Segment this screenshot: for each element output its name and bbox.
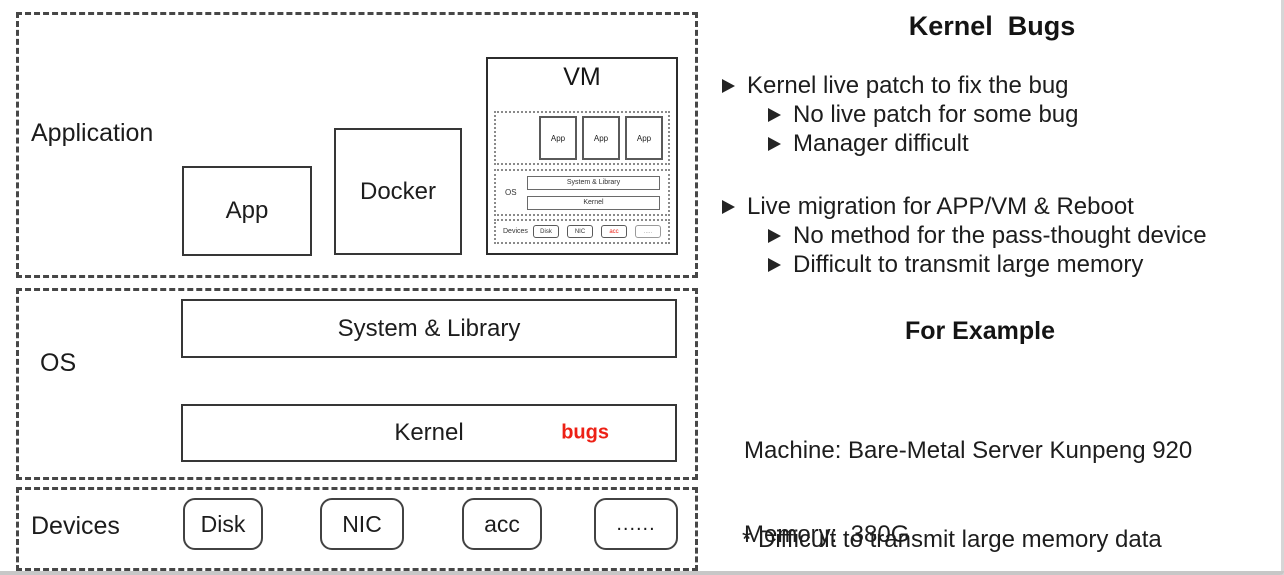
bugs-label: bugs — [561, 421, 609, 444]
vm-box: VM App App App OS System & Library Kerne… — [486, 57, 678, 255]
bullet-item: No method for the pass-thought device — [768, 221, 1282, 250]
bullet-text: Manager difficult — [793, 130, 969, 157]
vm-os-label: OS — [505, 188, 517, 197]
example-line-machine: Machine: Bare-Metal Server Kunpeng 920 — [744, 437, 1193, 464]
vm-os-bars: System & Library Kernel — [527, 175, 660, 210]
arrow-bullet-icon — [722, 200, 735, 214]
bullet-item: Difficult to transmit large memory — [768, 250, 1282, 279]
app-box-label: App — [225, 197, 269, 224]
bullet-item: Kernel live patch to fix the bug — [722, 71, 1282, 100]
vm-device-chip-nic: NIC — [567, 225, 593, 238]
vm-apps-row: App App App — [494, 111, 670, 165]
vm-device-chips: Disk NIC acc ..... — [533, 225, 661, 238]
example-lines: Machine: Bare-Metal Server Kunpeng 920 M… — [744, 381, 1192, 575]
bullet-item: Live migration for APP/VM & Reboot — [722, 192, 1282, 221]
device-chip-ellipsis: ...... — [594, 498, 678, 550]
app-box: App — [182, 166, 312, 256]
vm-system-library-bar: System & Library — [527, 175, 660, 190]
arrow-bullet-icon — [768, 137, 781, 151]
vm-app-box: App — [539, 116, 577, 160]
vm-app-label: App — [593, 133, 609, 143]
vm-os-row: OS System & Library Kernel — [494, 169, 670, 216]
window-edge-right — [1281, 0, 1284, 575]
bullet-item: No live patch for some bug — [768, 100, 1282, 129]
system-library-box: System & Library — [181, 299, 677, 358]
bullet-group-kernel-patch: Kernel live patch to fix the bug No live… — [722, 71, 1282, 158]
bullet-text: No method for the pass-thought device — [793, 222, 1207, 249]
devices-layer-label: Devices — [31, 512, 120, 540]
application-layer-label: Application — [31, 119, 154, 147]
device-chip-acc: acc — [462, 498, 542, 550]
bullet-item: Manager difficult — [768, 129, 1282, 158]
bullet-text: Live migration for APP/VM & Reboot — [747, 193, 1134, 220]
footnote: * Difficult to transmit large memory dat… — [742, 526, 1162, 553]
devices-layer-box: Devices Disk NIC acc ...... — [16, 487, 698, 571]
kernel-box: Kernel bugs — [181, 404, 677, 462]
vm-title: VM — [563, 63, 601, 91]
application-layer-box: Application App Docker VM App App App O — [16, 12, 698, 278]
docker-box: Docker — [334, 128, 462, 255]
kernel-label: Kernel — [394, 419, 464, 446]
bullet-text: Kernel live patch to fix the bug — [747, 72, 1069, 99]
arrow-bullet-icon — [768, 229, 781, 243]
bullet-text: No live patch for some bug — [793, 101, 1079, 128]
device-chip-disk: Disk — [183, 498, 263, 550]
bullet-group-live-migration: Live migration for APP/VM & Reboot No me… — [722, 192, 1282, 279]
vm-app-box: App — [582, 116, 620, 160]
bullet-text: Difficult to transmit large memory — [793, 251, 1144, 278]
notes-title: Kernel Bugs — [908, 11, 1076, 41]
vm-app-box: App — [625, 116, 663, 160]
vm-device-chip-ellipsis: ..... — [635, 225, 661, 238]
arrow-bullet-icon — [768, 258, 781, 272]
device-chip-nic: NIC — [320, 498, 404, 550]
os-layer-label: OS — [40, 349, 77, 377]
os-layer-box: OS System & Library Kernel bugs — [16, 288, 698, 480]
example-title: For Example — [904, 317, 1056, 345]
window-edge-bottom — [0, 571, 1284, 575]
vm-devices-row: Devices Disk NIC acc ..... — [494, 219, 670, 244]
vm-device-chip-acc: acc — [601, 225, 627, 238]
arrow-bullet-icon — [768, 108, 781, 122]
vm-app-label: App — [636, 133, 652, 143]
docker-box-label: Docker — [359, 177, 437, 205]
example-line-memory: Memory: 380G — [744, 521, 910, 548]
vm-kernel-bar: Kernel — [527, 195, 660, 210]
arrow-bullet-icon — [722, 79, 735, 93]
vm-device-chip-disk: Disk — [533, 225, 559, 238]
vm-devices-label: Devices — [503, 228, 528, 235]
vm-app-label: App — [550, 133, 566, 143]
system-library-label: System & Library — [337, 314, 521, 342]
